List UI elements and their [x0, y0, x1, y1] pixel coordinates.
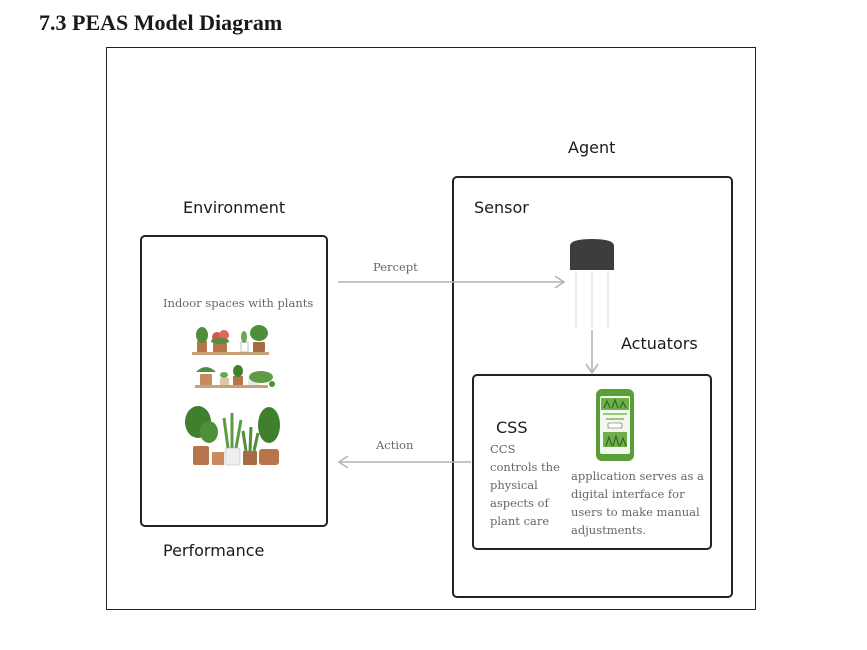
- sensor-label: Sensor: [474, 198, 529, 217]
- sensor-icon: [570, 239, 614, 328]
- diagram-frame: [106, 47, 756, 610]
- action-label: Action: [376, 438, 414, 452]
- css-box: [472, 374, 712, 550]
- css-label: CSS: [496, 418, 528, 437]
- plants-illustration: [185, 325, 280, 466]
- percept-arrow: [338, 275, 566, 289]
- environment-box: [140, 235, 328, 527]
- sensor-to-actuator-arrow: [585, 330, 599, 375]
- environment-label: Environment: [183, 198, 286, 217]
- agent-label: Agent: [568, 138, 616, 157]
- action-arrow: [337, 455, 471, 469]
- phone-app-icon: [596, 389, 634, 461]
- page-title: 7.3 PEAS Model Diagram: [39, 10, 283, 35]
- actuators-label: Actuators: [621, 334, 698, 353]
- performance-label: Performance: [163, 541, 265, 560]
- environment-description: Indoor spaces with plants: [163, 296, 314, 310]
- agent-box: [452, 176, 733, 598]
- app-description: application serves as a digital interfac…: [571, 469, 704, 537]
- css-description: CCS controls the physical aspects of pla…: [490, 442, 560, 528]
- percept-label: Percept: [373, 260, 418, 274]
